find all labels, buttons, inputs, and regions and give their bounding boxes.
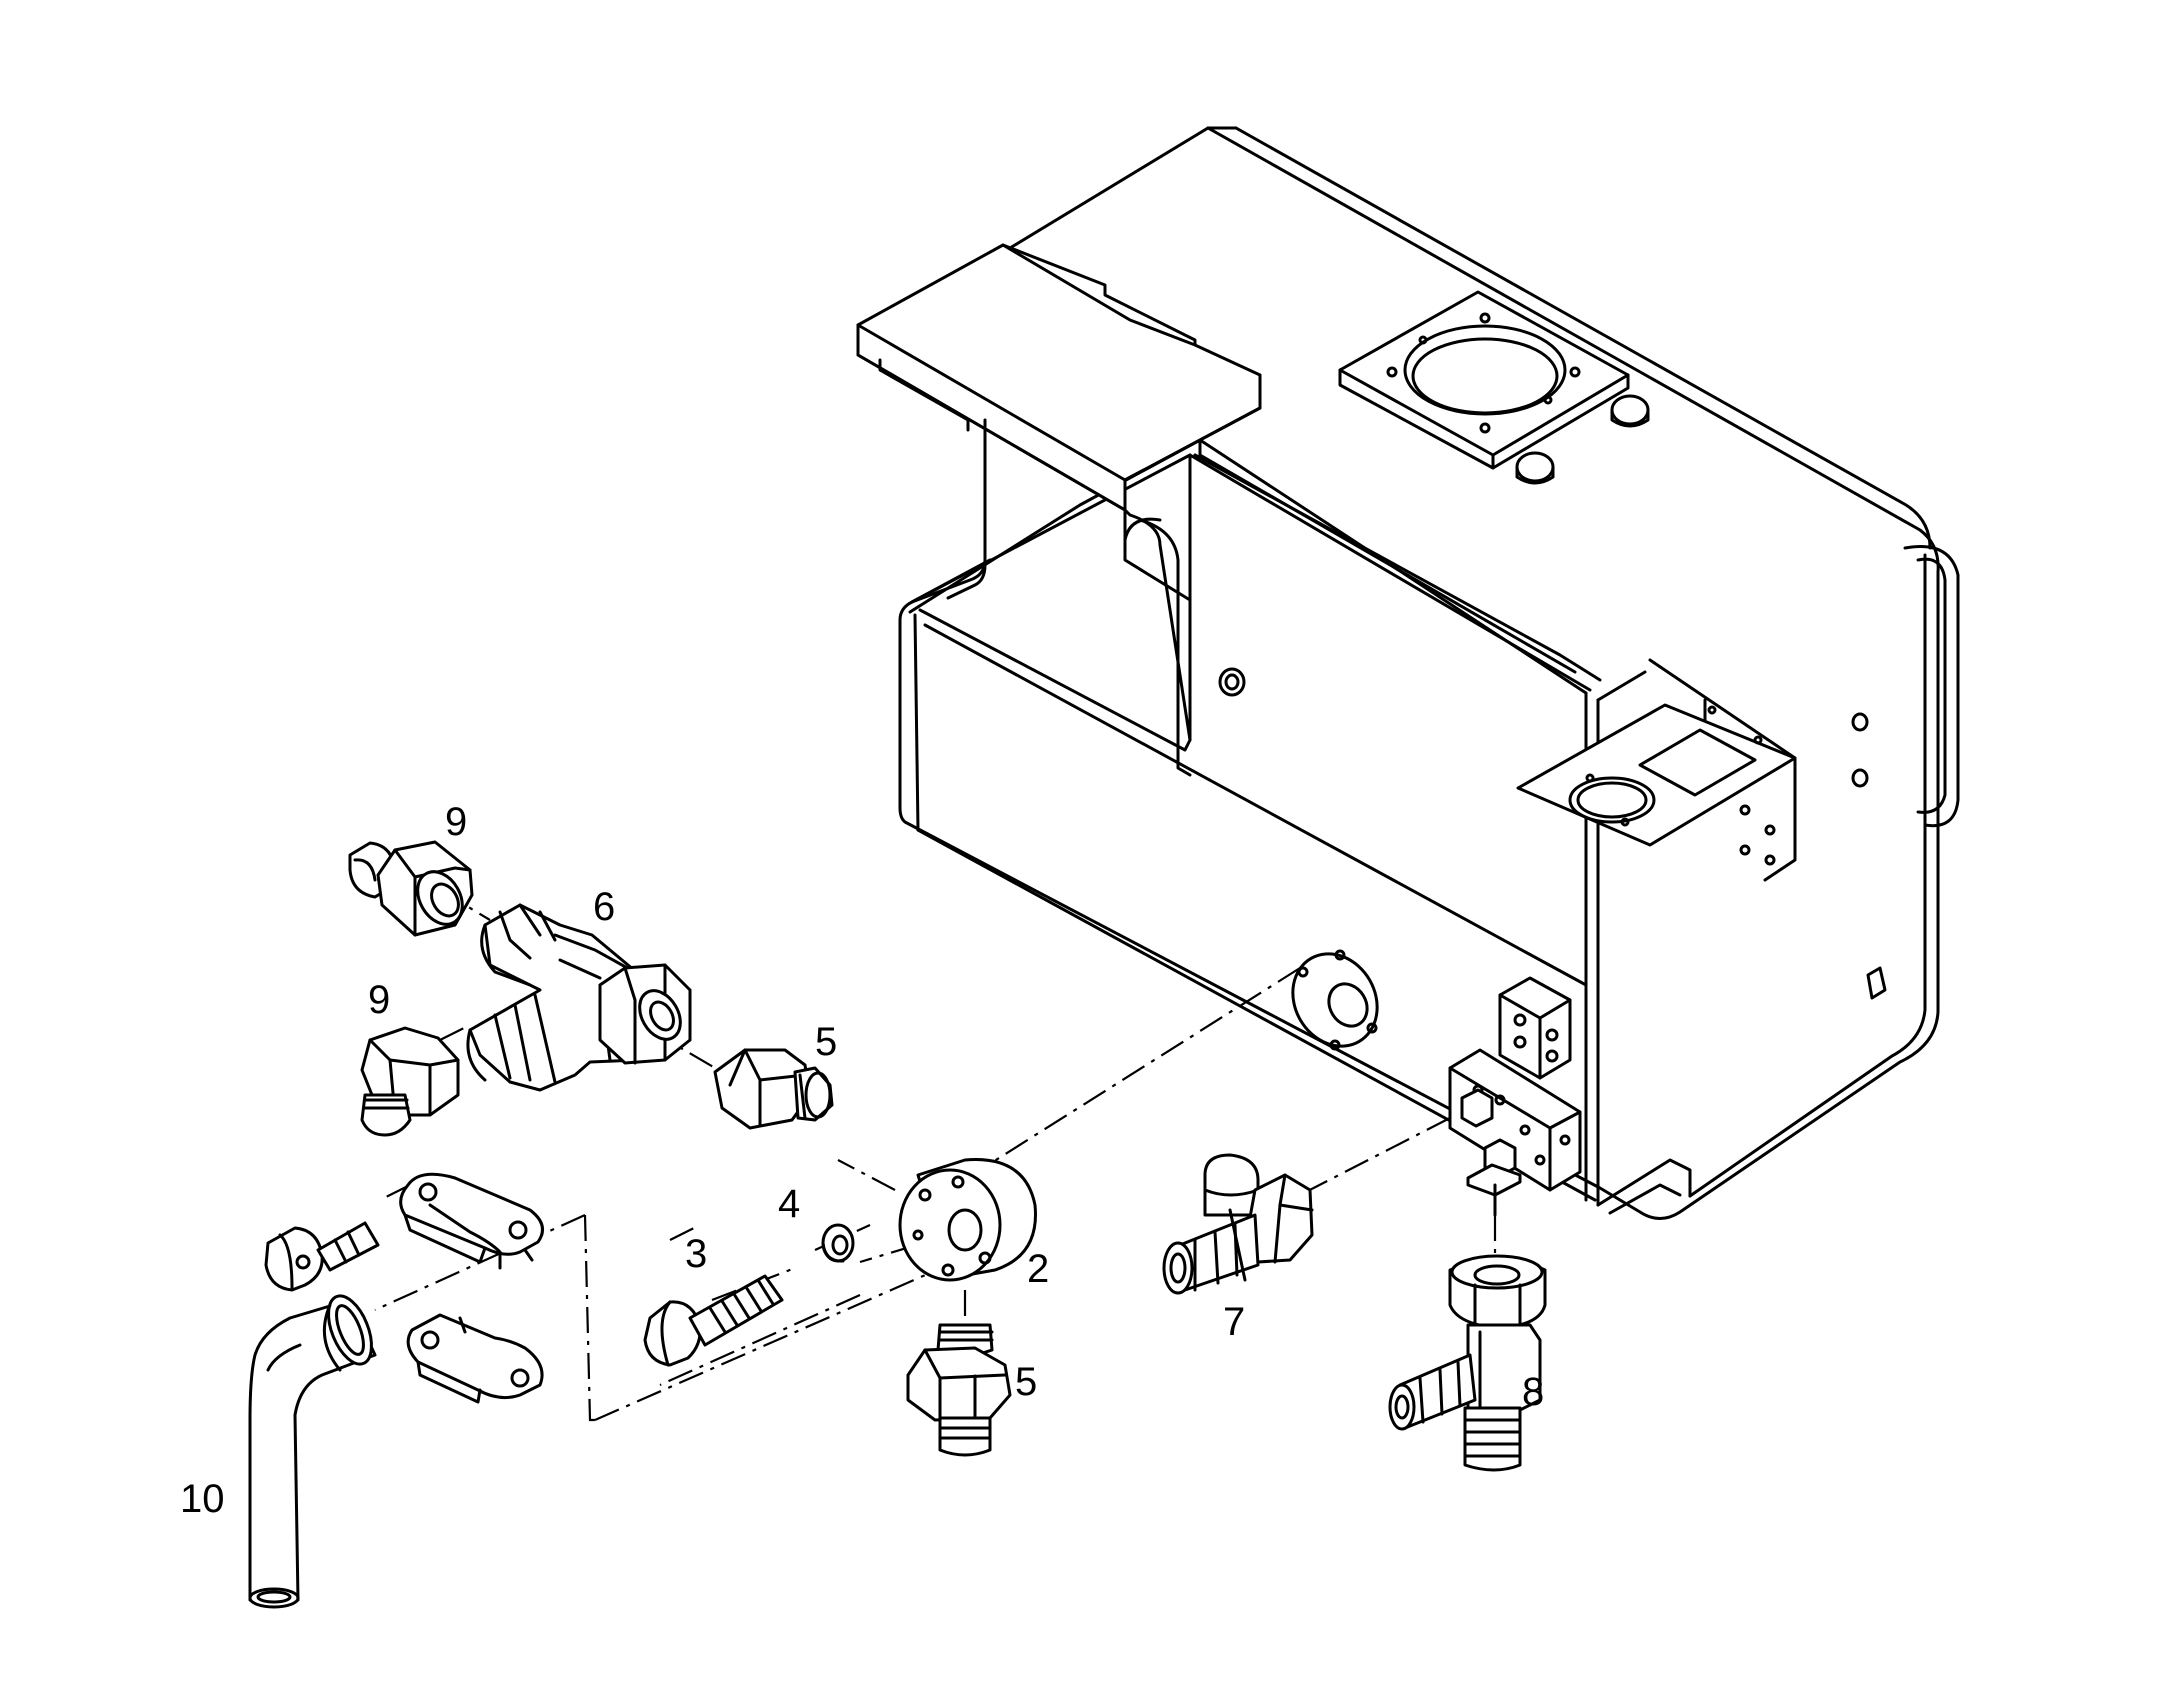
flange-block-2 [898, 1158, 1037, 1282]
adapter-fitting-5-upper [713, 1048, 834, 1130]
callout-part-2: 2 [1027, 1247, 1049, 1291]
flange-clamp-upper [399, 1172, 544, 1270]
bolt-3 [643, 1274, 784, 1367]
tank-lid-plate [856, 243, 1262, 777]
callout-part-7: 7 [1223, 1300, 1245, 1344]
tank-valve-blocks [1448, 976, 1582, 1217]
clamp-bolt [264, 1221, 380, 1292]
callout-part-9-upper: 9 [445, 800, 467, 844]
callout-part-10: 10 [180, 1477, 225, 1521]
elbow-fitting-7 [1162, 1153, 1314, 1295]
callout-part-5-lower: 5 [1015, 1360, 1037, 1404]
tee-fitting-6 [466, 903, 692, 1092]
washer-4 [821, 1223, 855, 1263]
tank-front-flange [1291, 949, 1379, 1051]
elbow-fitting-8 [1388, 1254, 1547, 1472]
callout-part-8: 8 [1522, 1370, 1544, 1414]
callout-part-5-upper: 5 [815, 1020, 837, 1064]
flange-clamp-lower [406, 1313, 544, 1404]
adapter-fitting-9-upper [348, 840, 474, 937]
tank-top-port [1338, 290, 1630, 470]
part-callouts: 9 6 9 5 4 3 2 5 7 8 10 [180, 800, 1544, 1521]
callout-part-6: 6 [593, 885, 615, 929]
callout-part-3: 3 [685, 1232, 707, 1276]
adapter-fitting-9-lower [360, 1026, 460, 1137]
tank-top-nut [1515, 394, 1650, 485]
pipe-elbow-10 [248, 1294, 377, 1609]
callout-part-4: 4 [778, 1182, 800, 1226]
callout-part-9-lower: 9 [368, 978, 390, 1022]
adapter-fitting-5-lower [906, 1323, 1012, 1457]
